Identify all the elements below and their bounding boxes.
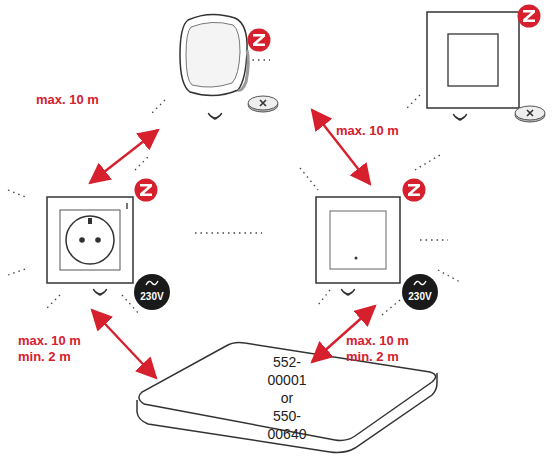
smart-socket — [47, 197, 133, 283]
distance-label: min. 2 m — [346, 349, 399, 364]
distance-label: max. 10 m — [346, 333, 409, 348]
gateway-box — [137, 342, 437, 452]
model-number: 552-00001 or 550-00640 — [268, 353, 307, 443]
voltage-text: 230V — [140, 291, 163, 302]
gateway-label: 552-00001 or 550-00640 — [268, 353, 307, 443]
mains-symbol — [413, 279, 427, 287]
distance-label: max. 10 m — [36, 92, 99, 107]
voltage-badge: 230V — [402, 274, 438, 310]
distance-label: max. 10 m — [18, 333, 81, 348]
distance-label: min. 2 m — [18, 349, 71, 364]
range-dots — [8, 60, 460, 315]
mains-symbol — [145, 279, 159, 287]
distance-label: max. 10 m — [336, 123, 399, 138]
motion-sensor — [180, 14, 248, 95]
wall-remote — [427, 12, 519, 108]
voltage-text: 230V — [408, 291, 431, 302]
voltage-badge: 230V — [134, 274, 170, 310]
smart-switch — [316, 197, 400, 283]
distance-arrows — [90, 110, 375, 378]
